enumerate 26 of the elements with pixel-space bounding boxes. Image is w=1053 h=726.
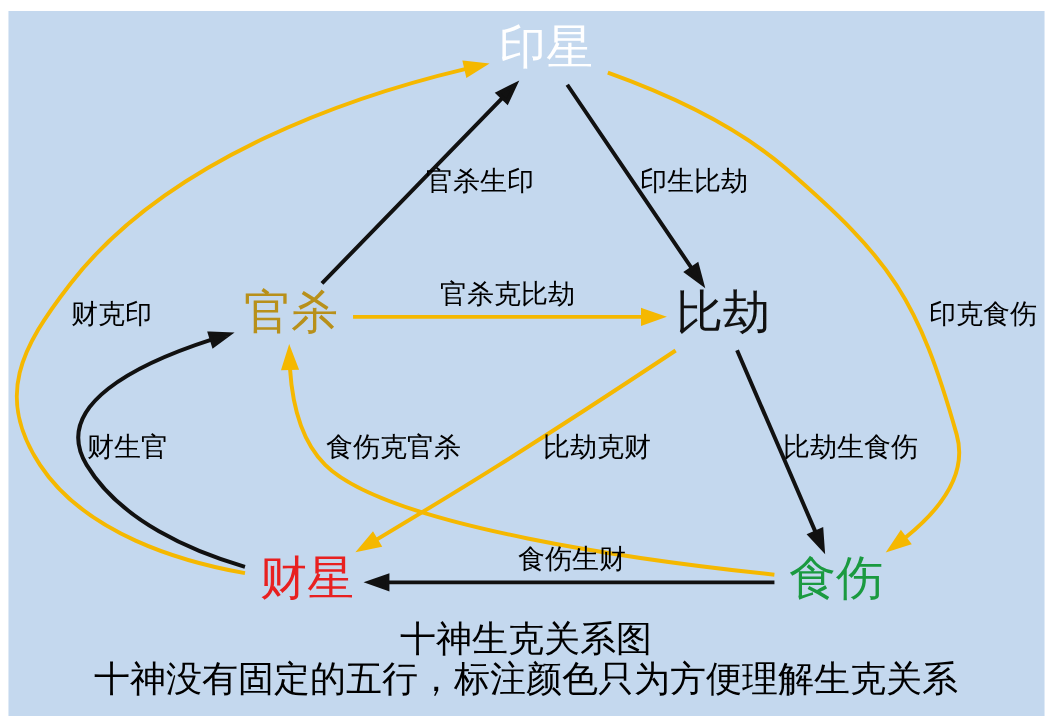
edge-label: 印生比劫 (639, 164, 748, 196)
node-text: 财星 (260, 550, 355, 605)
edge-label: 印克食伤 (928, 297, 1037, 329)
edge-label: 官杀生印 (426, 164, 535, 196)
edge-label: 财生官 (87, 430, 169, 462)
edge-label: 财克印 (71, 297, 153, 329)
node-text: 食伤 (789, 550, 884, 605)
node-text: 比劫 (676, 284, 771, 339)
arrow (355, 348, 677, 552)
arrow (353, 307, 667, 326)
arrow (281, 343, 775, 577)
arrow (735, 348, 826, 554)
edge-label: 比劫克财 (542, 430, 651, 462)
arrow (76, 330, 246, 569)
caption: 十神没有固定的五行，标注颜色只为方便理解生克关系 (94, 657, 959, 699)
arrow (565, 83, 706, 288)
edge-label: 比劫生食伤 (783, 430, 919, 462)
node-text: 印星 (498, 19, 593, 74)
arrow (320, 79, 520, 285)
arrow (363, 572, 775, 591)
node-text: 官杀 (244, 284, 339, 339)
arrow (15, 59, 490, 575)
edge-label: 食伤克官杀 (325, 430, 461, 462)
diagram-title: 十神生克关系图 (400, 617, 653, 659)
arrow (607, 70, 962, 552)
edge-label: 官杀克比劫 (439, 277, 575, 309)
